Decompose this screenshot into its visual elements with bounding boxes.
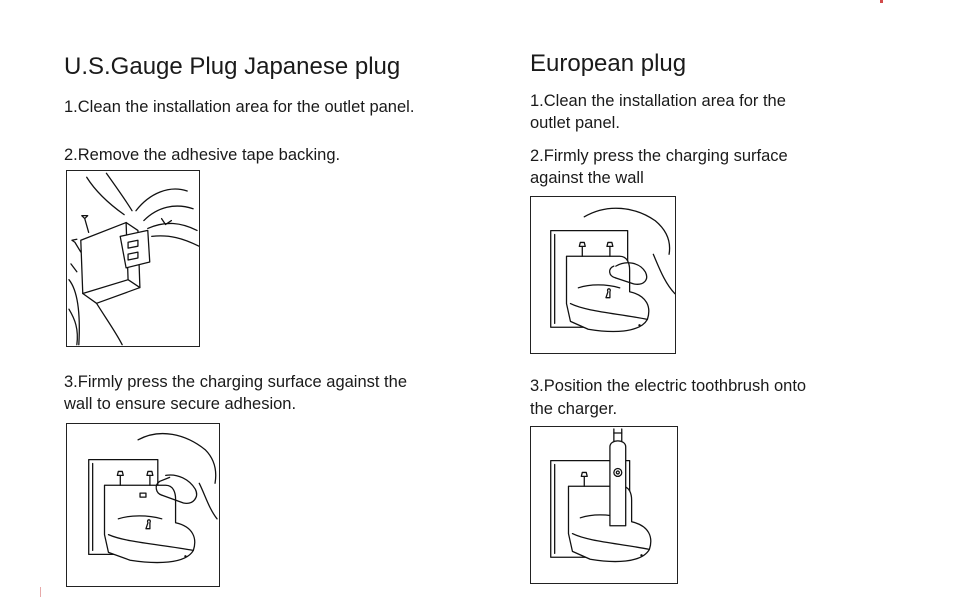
margin-mark bbox=[40, 587, 41, 597]
press-charger-eu-illustration bbox=[530, 196, 676, 354]
us-step-2-text: 2.Remove the adhesive tape backing. bbox=[64, 146, 341, 164]
eu-step-3-text-line-2: the charger. bbox=[530, 400, 618, 418]
press-charger-us-illustration bbox=[66, 423, 220, 587]
eu-step-3-text-line-1: 3.Position the electric toothbrush onto bbox=[530, 377, 807, 395]
remove-tape-illustration bbox=[66, 170, 200, 347]
us-japanese-plug-heading: U.S.Gauge Plug Japanese plug bbox=[64, 53, 401, 80]
eu-charger-on-wall-drawing bbox=[550, 207, 675, 333]
eu-step-1-text-line-1: 1.Clean the installation area for the bbox=[530, 92, 786, 110]
eu-step-2-text-line-2: against the wall bbox=[530, 169, 644, 187]
eu-step-2-text-line-1: 2.Firmly press the charging surface bbox=[530, 147, 788, 165]
us-step-1-text: 1.Clean the installation area for the ou… bbox=[64, 98, 415, 116]
hands-peeling-tape-drawing bbox=[68, 172, 199, 346]
toothbrush-docked-drawing bbox=[550, 428, 652, 563]
toothbrush-on-charger-illustration bbox=[530, 426, 678, 584]
charger-on-wall-drawing bbox=[88, 433, 218, 564]
us-step-3-text-line-1: 3.Firmly press the charging surface agai… bbox=[64, 373, 407, 391]
corner-mark bbox=[880, 0, 883, 3]
us-step-3-text-line-2: wall to ensure secure adhesion. bbox=[64, 395, 297, 413]
european-plug-heading: European plug bbox=[530, 50, 687, 77]
eu-step-1-text-line-2: outlet panel. bbox=[530, 114, 620, 132]
